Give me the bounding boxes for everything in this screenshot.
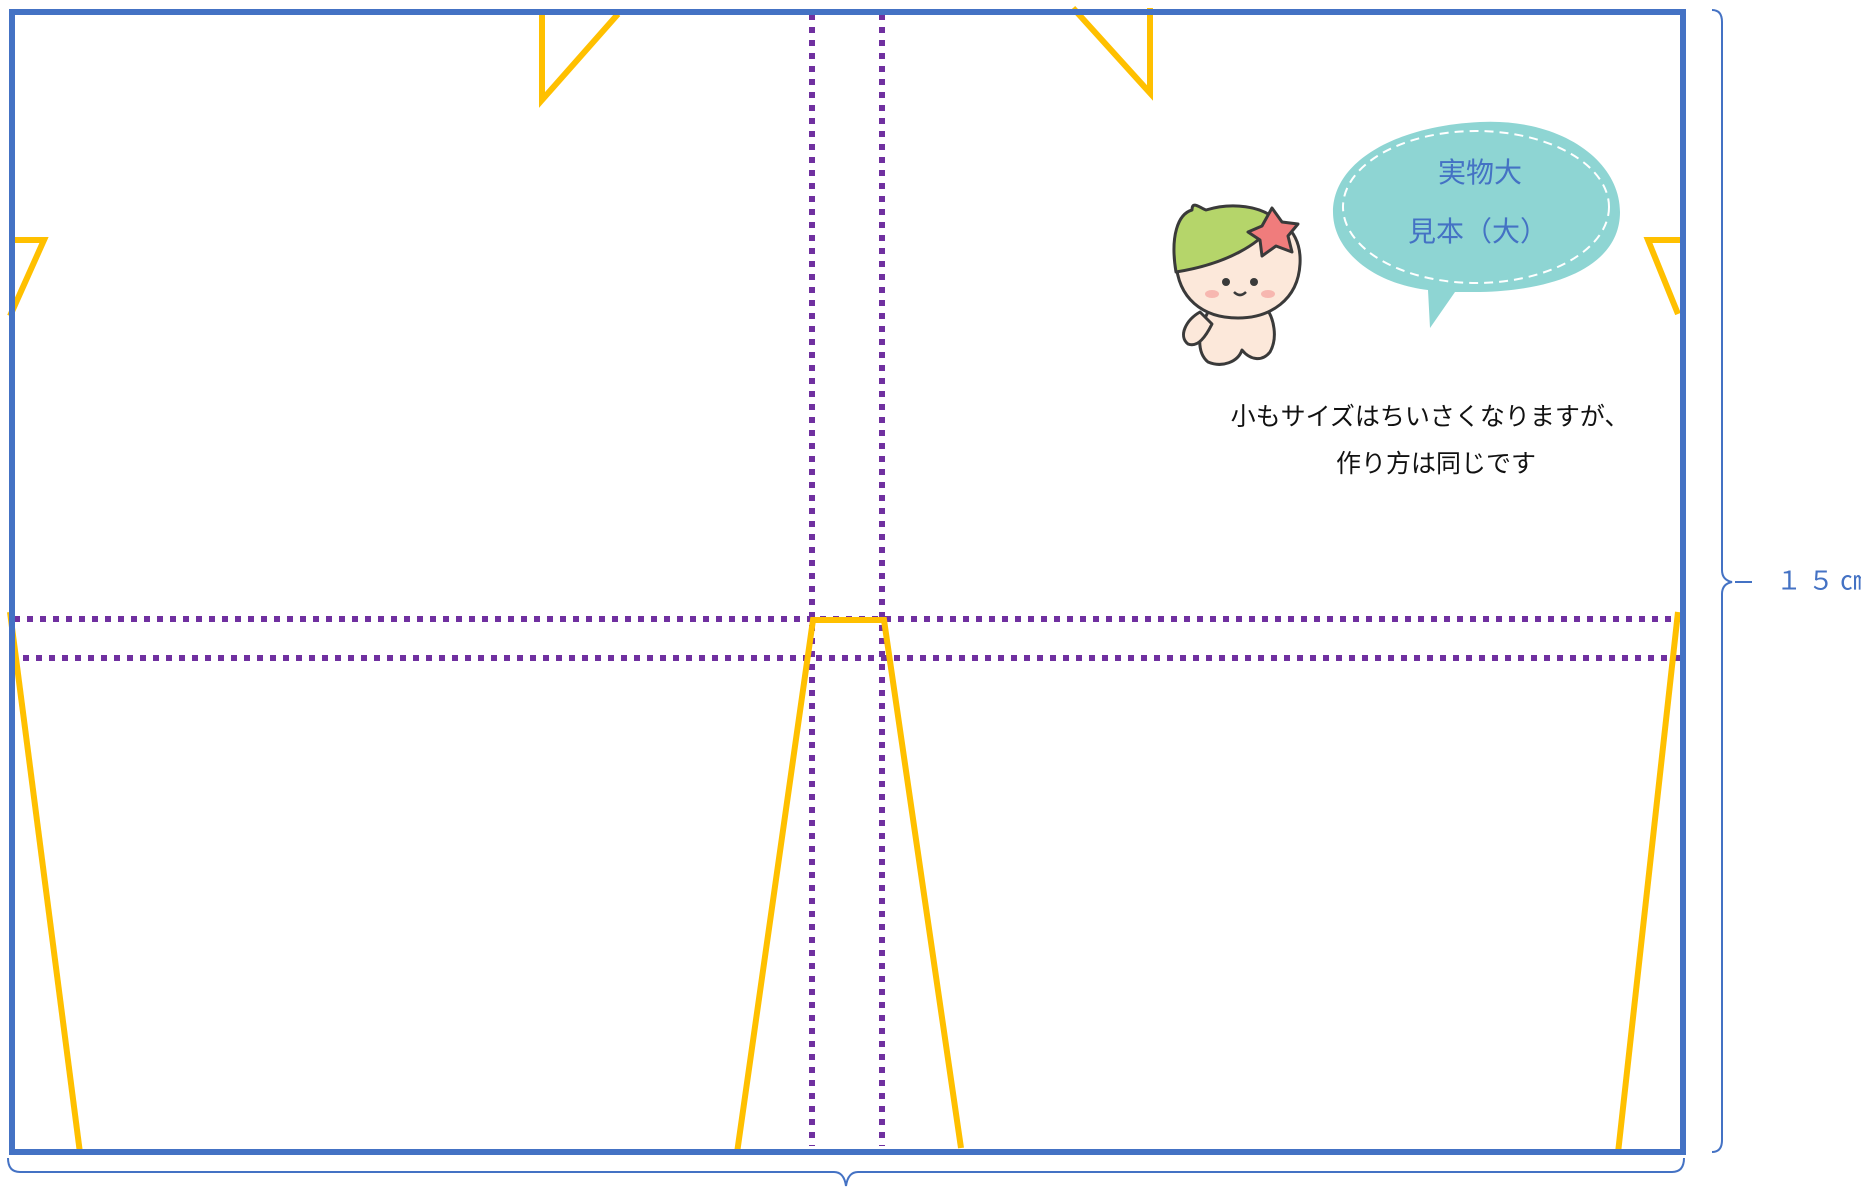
bubble-text-line2: 見本（大）	[1408, 215, 1548, 248]
notch-right	[1643, 237, 1681, 316]
cut-line-right-edge	[1615, 611, 1681, 1154]
speech-bubble: 実物大 見本（大）	[1333, 121, 1620, 329]
mascot-eye-left	[1222, 278, 1230, 286]
cut-line-center-trapezoid	[734, 617, 964, 1154]
mascot-flower	[1246, 206, 1300, 258]
horizontal-brace	[7, 1157, 1685, 1187]
mascot-character	[1172, 203, 1302, 366]
mascot-cheek-left	[1205, 290, 1219, 298]
mascot-left-arm	[1182, 310, 1214, 347]
mascot-body	[1198, 306, 1276, 366]
outer-frame	[9, 9, 1686, 1155]
notch-top-right	[1070, 5, 1153, 101]
mascot-leaf-hat	[1172, 203, 1278, 274]
notch-top-left	[539, 12, 621, 108]
bubble-text-line1: 実物大	[1438, 156, 1522, 189]
cut-line-left-edge	[7, 611, 83, 1154]
mascot-cheek-right	[1261, 290, 1275, 298]
mascot-eye-right	[1250, 278, 1258, 286]
mascot-mouth	[1233, 291, 1247, 297]
note-line1: 小もサイズはちいさくなりますが、	[1231, 402, 1630, 431]
speech-bubble-stitch	[1342, 130, 1610, 284]
cut-lines	[7, 5, 1681, 1154]
dimension-label: １５㎝	[1776, 567, 1861, 597]
notch-left	[7, 237, 49, 318]
vertical-brace	[1711, 9, 1733, 1153]
note-line2: 作り方は同じです	[1336, 449, 1536, 478]
speech-bubble-shape	[1333, 121, 1620, 329]
